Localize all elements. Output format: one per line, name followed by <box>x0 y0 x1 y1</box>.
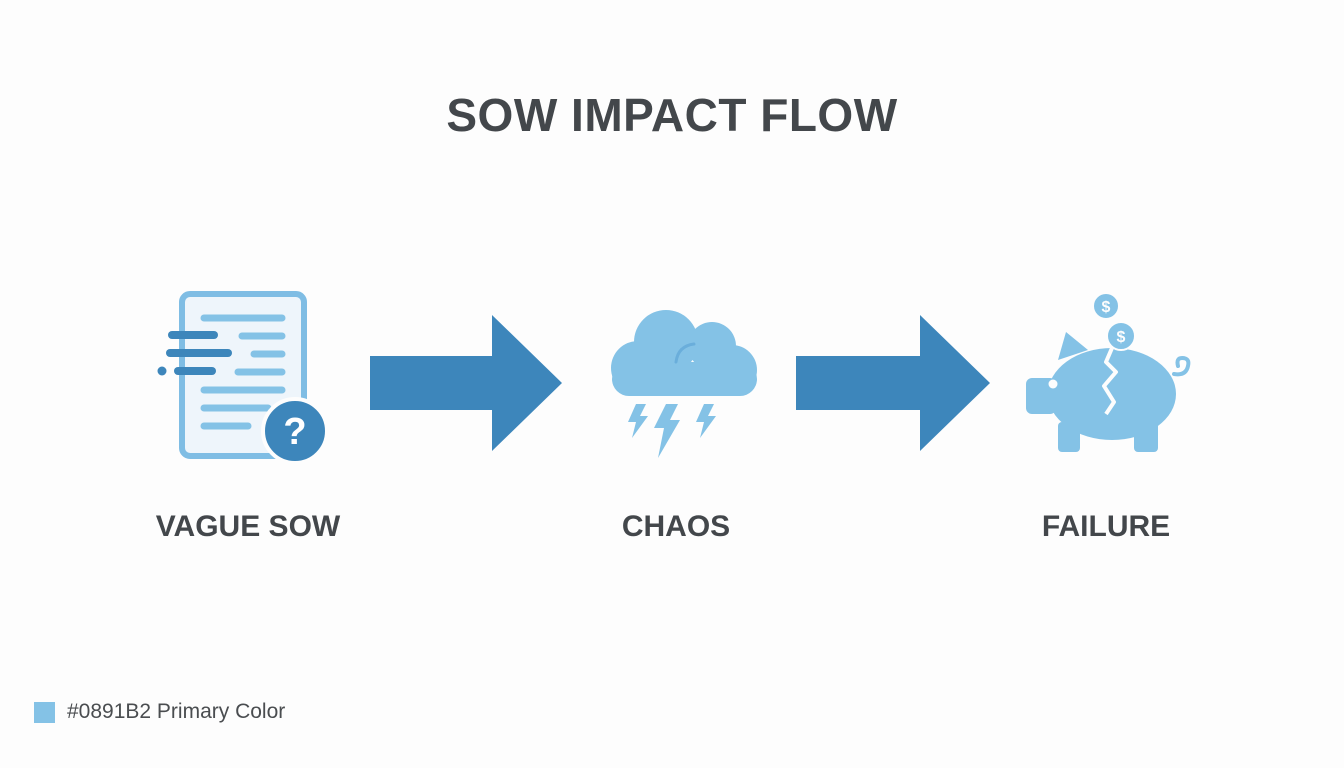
arrow-right-icon <box>370 315 562 451</box>
svg-text:$: $ <box>1117 329 1126 346</box>
document-question-icon: ? <box>157 291 329 463</box>
step-label-chaos: CHAOS <box>621 510 731 543</box>
step-label-failure: FAILURE <box>1041 510 1171 543</box>
step-label-vague-sow: VAGUE SOW <box>155 510 341 543</box>
legend-swatch <box>34 701 55 723</box>
broken-piggy-bank-icon: $ $ <box>1026 292 1191 452</box>
legend-text: #0891B2 Primary Color <box>67 700 286 723</box>
svg-text:?: ? <box>283 411 306 453</box>
legend: #0891B2 Primary Color <box>34 700 285 724</box>
arrow-right-icon <box>796 315 990 451</box>
storm-cloud-icon <box>611 310 757 458</box>
diagram-title: SOW IMPACT FLOW <box>446 89 898 141</box>
svg-text:$: $ <box>1102 299 1111 316</box>
